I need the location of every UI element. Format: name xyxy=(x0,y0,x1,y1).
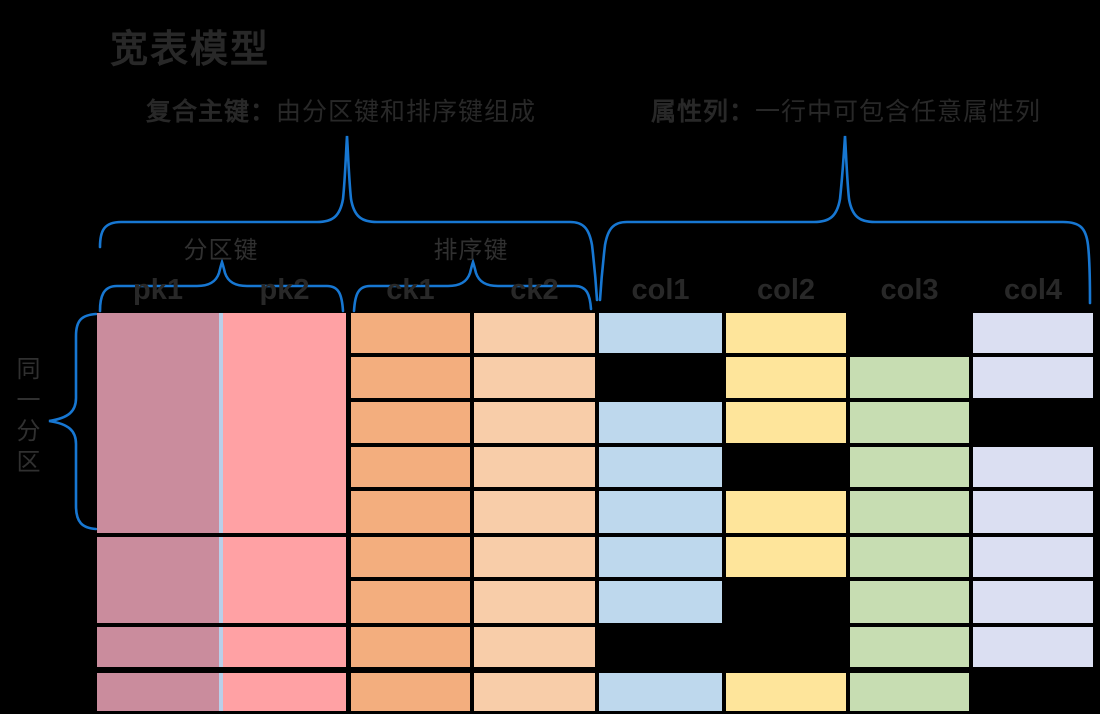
cell-pk1-partition-1 xyxy=(97,313,219,533)
cell-col3-row-4 xyxy=(850,447,969,487)
cell-ck1-row-8 xyxy=(351,627,470,667)
column-header-pk2: pk2 xyxy=(259,274,310,306)
column-header-col4: col4 xyxy=(1003,274,1063,306)
column-header-col2: col2 xyxy=(756,274,816,306)
attribute-col-callout: 属性列：一行中可包含任意属性列 xyxy=(651,92,1041,128)
cell-pk2-partition-1 xyxy=(223,313,346,533)
cell-col4-row-8 xyxy=(973,627,1093,667)
cell-ck2-row-5 xyxy=(474,491,595,533)
cell-ck2-row-9 xyxy=(474,673,595,711)
cell-ck1-row-6 xyxy=(351,537,470,577)
cell-ck2-row-3 xyxy=(474,402,595,443)
cell-ck1-row-4 xyxy=(351,447,470,487)
cell-col2-row-2 xyxy=(726,357,846,398)
partition-key-brace xyxy=(98,257,345,313)
cell-ck2-row-6 xyxy=(474,537,595,577)
cell-col4-row-4 xyxy=(973,447,1093,487)
attribute-col-brace xyxy=(598,135,1092,305)
cell-pk1-partition-4 xyxy=(97,673,219,711)
cell-ck1-row-2 xyxy=(351,357,470,398)
cell-ck2-row-4 xyxy=(474,447,595,487)
cell-col4-row-2 xyxy=(973,357,1093,398)
cell-ck2-row-8 xyxy=(474,627,595,667)
column-header-ck1: ck1 xyxy=(386,274,435,306)
cell-col1-row-4 xyxy=(599,447,722,487)
primary-key-callout: 复合主键：由分区键和排序键组成 xyxy=(146,92,536,128)
attribute-col-callout-desc: 一行中可包含任意属性列 xyxy=(755,98,1042,126)
cell-col1-row-3 xyxy=(599,402,722,443)
page-title: 宽表模型 xyxy=(110,29,271,71)
pk-divider-partition-4 xyxy=(219,673,223,711)
cell-col2-row-6 xyxy=(726,537,846,577)
cell-ck1-row-9 xyxy=(351,673,470,711)
cell-ck2-row-2 xyxy=(474,357,595,398)
cell-col1-row-7 xyxy=(599,581,722,623)
cell-pk2-partition-2 xyxy=(223,537,346,623)
cell-col1-row-5 xyxy=(599,491,722,533)
cell-pk2-partition-3 xyxy=(223,627,346,667)
cell-ck1-row-1 xyxy=(351,313,470,353)
cell-col1-row-9 xyxy=(599,673,722,711)
cell-pk1-partition-2 xyxy=(97,537,219,623)
cell-col3-row-5 xyxy=(850,491,969,533)
cell-pk2-partition-4 xyxy=(223,673,346,711)
primary-key-callout-desc: 由分区键和排序键组成 xyxy=(276,98,537,126)
cell-col4-row-5 xyxy=(973,491,1093,533)
cell-col3-row-8 xyxy=(850,627,969,667)
primary-key-callout-label: 复合主键： xyxy=(146,98,277,126)
composite-key-brace xyxy=(98,135,599,302)
partition-key-label: 分区键 xyxy=(183,237,259,264)
cell-ck2-row-1 xyxy=(474,313,595,353)
cell-col3-row-3 xyxy=(850,402,969,443)
same-partition-label: 同一分区 xyxy=(12,356,39,480)
cell-col2-row-3 xyxy=(726,402,846,443)
column-header-pk1: pk1 xyxy=(133,274,183,306)
column-header-ck2: ck2 xyxy=(510,274,559,306)
sort-key-label: 排序键 xyxy=(433,237,509,264)
column-header-col1: col1 xyxy=(631,274,690,306)
cell-col2-row-5 xyxy=(726,491,846,533)
cell-col4-row-1 xyxy=(973,313,1093,353)
pk-divider-partition-3 xyxy=(219,627,223,667)
pk-divider-partition-2 xyxy=(219,537,223,623)
attribute-col-callout-label: 属性列： xyxy=(651,98,756,126)
cell-ck1-row-5 xyxy=(351,491,470,533)
cell-col4-row-6 xyxy=(973,537,1093,577)
column-header-col3: col3 xyxy=(880,274,939,306)
cell-col4-row-7 xyxy=(973,581,1093,623)
cell-col2-row-1 xyxy=(726,313,846,353)
cell-col3-row-7 xyxy=(850,581,969,623)
cell-ck1-row-3 xyxy=(351,402,470,443)
sort-key-brace xyxy=(352,257,593,313)
cell-col3-row-6 xyxy=(850,537,969,577)
cell-col1-row-1 xyxy=(599,313,722,353)
cell-col1-row-6 xyxy=(599,537,722,577)
pk-divider-partition-1 xyxy=(219,313,223,533)
cell-ck2-row-7 xyxy=(474,581,595,623)
cell-ck1-row-7 xyxy=(351,581,470,623)
cell-pk1-partition-3 xyxy=(97,627,219,667)
cell-col2-row-9 xyxy=(726,673,846,711)
cell-col3-row-9 xyxy=(850,673,969,711)
cell-col3-row-2 xyxy=(850,357,969,398)
same-partition-brace xyxy=(48,312,98,531)
